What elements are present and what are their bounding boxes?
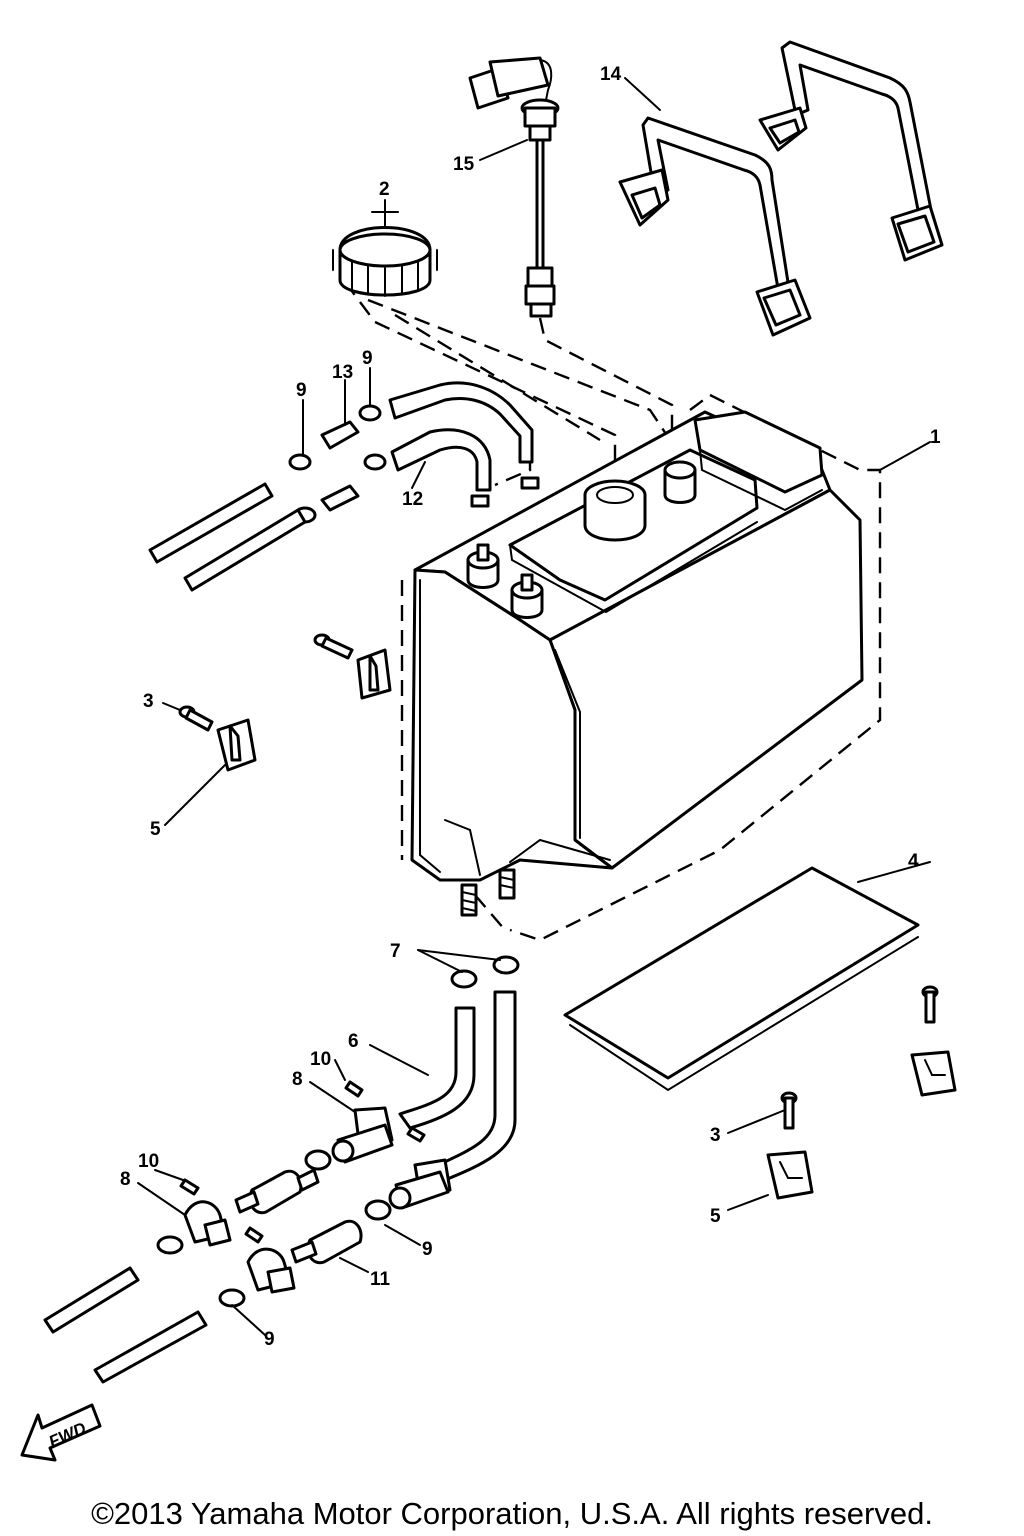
callout-10-upper: 10 <box>310 1049 331 1070</box>
fuel-sender-unit <box>468 56 560 318</box>
bracket-left <box>216 718 257 772</box>
copyright-notice: ©2013 Yamaha Motor Corporation, U.S.A. A… <box>91 1496 933 1531</box>
callout-3-left: 3 <box>143 691 154 712</box>
callout-10-lower: 10 <box>138 1151 159 1172</box>
bracket-bolt-right-top <box>921 985 939 1024</box>
callout-5-right: 5 <box>710 1206 721 1227</box>
callout-15: 15 <box>453 154 475 175</box>
bracket-bolt-right <box>780 1091 798 1130</box>
callout-5-left: 5 <box>150 819 161 840</box>
clamp-upper <box>331 1106 394 1164</box>
fuel-filter-lower <box>290 1219 363 1265</box>
callout-numbers: 1 2 3 5 4 7 6 10 8 10 8 9 11 9 3 5 9 13 … <box>120 64 941 1350</box>
washer-b <box>520 476 540 490</box>
filler-cap <box>332 199 438 297</box>
tank-mat <box>563 866 920 1092</box>
callout-9-top: 9 <box>362 348 373 369</box>
hoses-left-lower <box>43 1266 208 1384</box>
callout-9-bottom: 9 <box>264 1329 275 1350</box>
callout-9-top-left: 9 <box>296 380 307 401</box>
callout-12: 12 <box>402 489 423 510</box>
hose-clips-7 <box>450 955 520 989</box>
callout-11: 11 <box>370 1269 391 1290</box>
fwd-arrow-icon: FWD <box>20 1403 102 1462</box>
fuel-hose-left <box>398 1006 476 1130</box>
callout-3-right: 3 <box>710 1125 721 1146</box>
bracket-bolt-upper <box>313 633 354 660</box>
callout-7: 7 <box>390 941 401 962</box>
vent-hose-lower <box>390 428 492 492</box>
screws-10 <box>179 1080 426 1244</box>
callout-6: 6 <box>348 1031 359 1052</box>
fuel-filter-upper <box>234 1168 320 1215</box>
bracket-right-top <box>910 1050 957 1097</box>
callout-9-right: 9 <box>422 1239 433 1260</box>
vent-hose-upper <box>388 381 534 464</box>
clamp-left-upper <box>183 1200 232 1247</box>
callout-13: 13 <box>332 362 353 383</box>
clamp-lower <box>388 1158 452 1210</box>
leader-lines <box>137 367 931 1336</box>
strap-right <box>758 40 944 262</box>
callout-14: 14 <box>600 64 622 85</box>
callout-1: 1 <box>930 427 941 448</box>
callout-8-upper: 8 <box>292 1069 303 1090</box>
joint-pipes <box>320 420 360 512</box>
washer-a <box>470 494 490 508</box>
hoses-left-upper <box>148 482 307 592</box>
bracket-right <box>766 1150 814 1200</box>
callout-2: 2 <box>379 179 390 200</box>
callout-8-lower: 8 <box>120 1169 131 1190</box>
bracket-upper <box>356 648 392 700</box>
clamp-left-lower <box>246 1247 296 1294</box>
fuel-tank <box>410 410 864 917</box>
bracket-bolt-left <box>178 705 214 732</box>
strap-left <box>618 116 812 337</box>
callout-4: 4 <box>908 851 919 872</box>
